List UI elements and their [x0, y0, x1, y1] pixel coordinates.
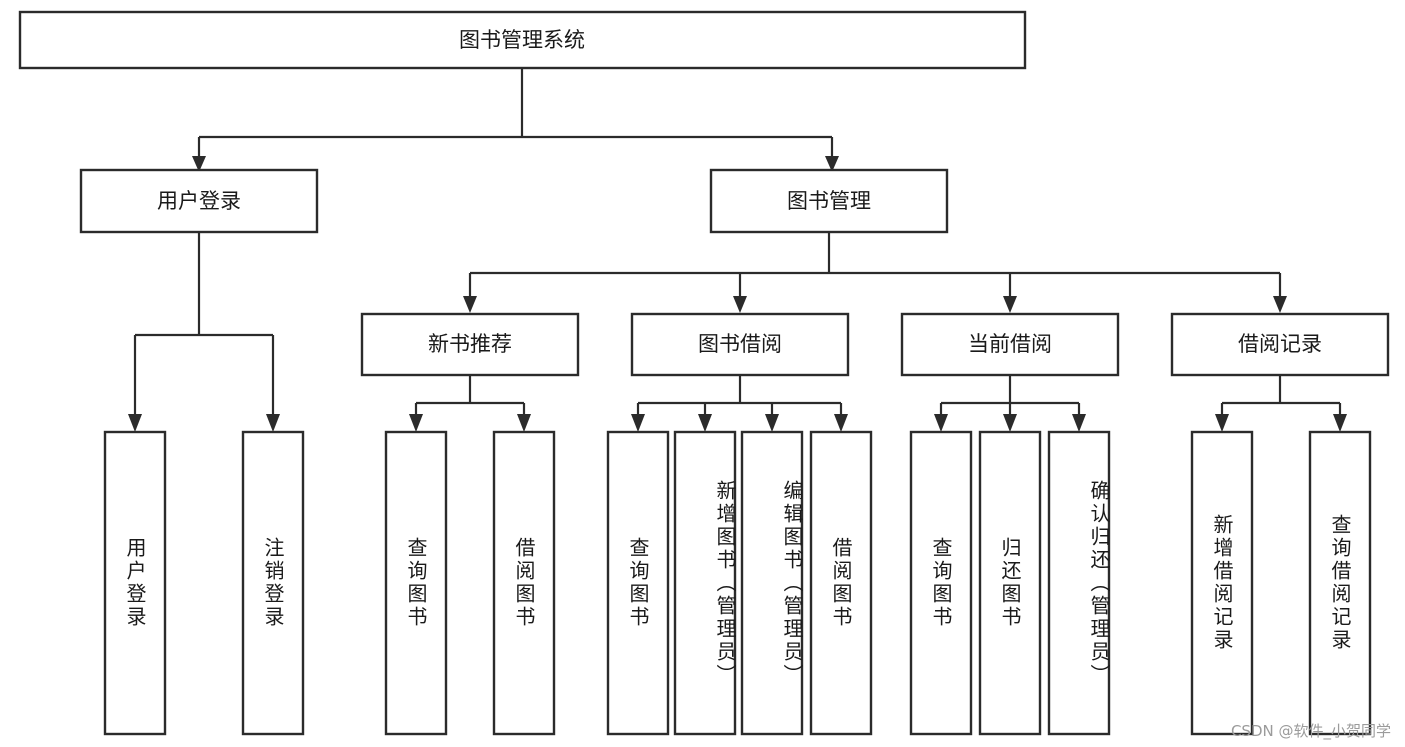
connector-current-borrow-branch	[934, 375, 1086, 432]
leaf-new-book-query[interactable]	[384, 430, 448, 736]
leaf-borrow-record-add[interactable]	[1190, 430, 1254, 736]
node-book-borrow-label: 图书借阅	[698, 332, 782, 356]
connector-new-book-branch	[409, 375, 531, 432]
node-book-manage-label: 图书管理	[787, 189, 871, 213]
leaf-current-borrow-return[interactable]	[978, 430, 1042, 736]
connector-borrow-record-branch	[1215, 375, 1347, 432]
connector-root-trunk	[192, 68, 839, 172]
leaf-new-book-borrow[interactable]	[492, 430, 556, 736]
node-root-label: 图书管理系统	[459, 28, 585, 52]
leaf-user-login-logout[interactable]	[241, 430, 305, 736]
node-new-book-recommend[interactable]: 新书推荐	[360, 312, 580, 377]
node-current-borrow-label: 当前借阅	[968, 332, 1052, 356]
leaf-book-borrow-add[interactable]	[673, 430, 737, 736]
node-borrow-record[interactable]: 借阅记录	[1170, 312, 1390, 377]
connector-book-borrow-branch	[631, 375, 848, 432]
node-user-login-label: 用户登录	[157, 189, 241, 213]
node-current-borrow[interactable]: 当前借阅	[900, 312, 1120, 377]
connector-user-login-branch	[128, 232, 280, 432]
node-book-manage[interactable]: 图书管理	[709, 168, 949, 234]
leaf-current-borrow-query[interactable]	[909, 430, 973, 736]
leaf-book-borrow-query[interactable]	[606, 430, 670, 736]
leaf-book-borrow-edit[interactable]	[740, 430, 804, 736]
leaf-user-login-login[interactable]	[103, 430, 167, 736]
node-new-book-recommend-label: 新书推荐	[428, 332, 512, 356]
csdn-watermark: CSDN @软件_小贺同学	[1230, 722, 1391, 740]
node-book-borrow[interactable]: 图书借阅	[630, 312, 850, 377]
connector-book-manage-branch	[463, 232, 1287, 313]
node-root[interactable]: 图书管理系统	[18, 10, 1027, 70]
leaf-book-borrow-lend[interactable]	[809, 430, 873, 736]
leaf-borrow-record-query[interactable]	[1308, 430, 1372, 736]
node-user-login[interactable]: 用户登录	[79, 168, 319, 234]
node-borrow-record-label: 借阅记录	[1238, 332, 1322, 356]
leaf-current-borrow-confirm[interactable]	[1047, 430, 1111, 736]
